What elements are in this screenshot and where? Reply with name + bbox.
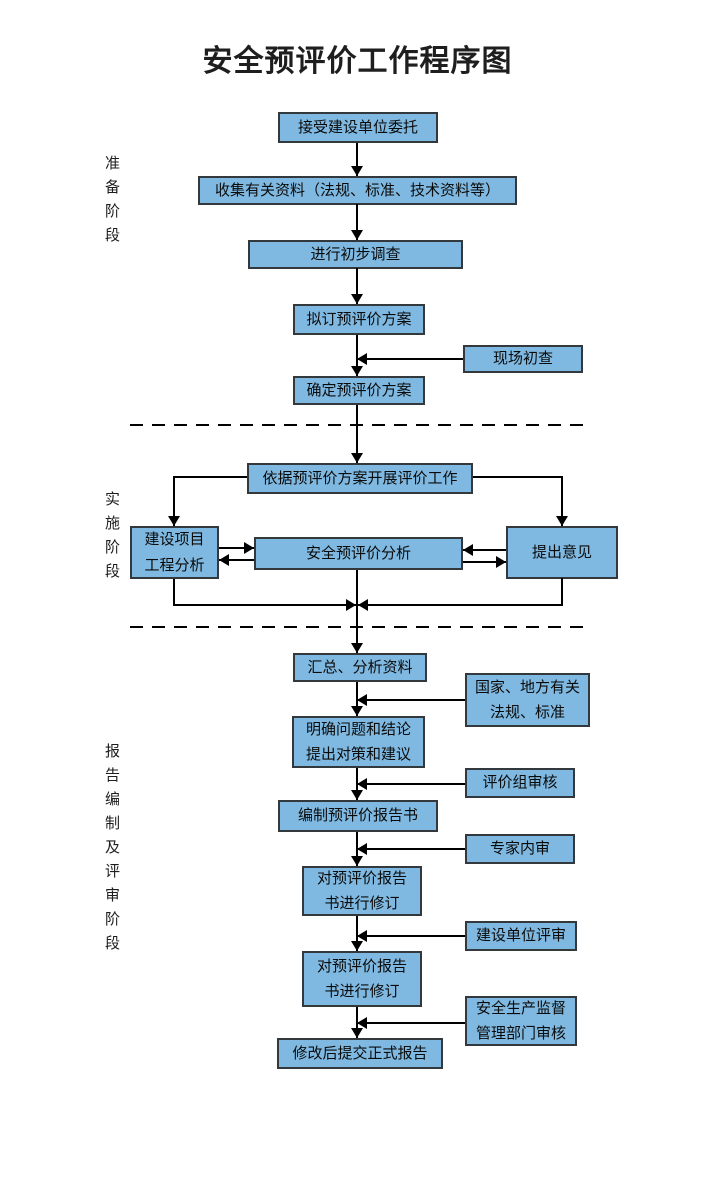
connector-line <box>358 358 463 360</box>
arrowhead-down <box>351 294 363 304</box>
connector-line <box>356 405 358 463</box>
connector-line <box>356 204 358 240</box>
arrowhead-down <box>351 366 363 376</box>
arrowhead-right <box>496 556 506 568</box>
arrowhead-down <box>351 230 363 240</box>
connector-line <box>173 579 175 606</box>
connector-line <box>358 783 465 785</box>
flow-box-carry-out-evaluation: 依据预评价方案开展评价工作 <box>247 463 473 494</box>
flow-box-preliminary-survey: 进行初步调查 <box>248 240 463 269</box>
arrowhead-left <box>357 930 367 942</box>
flow-box-collect-materials: 收集有关资料（法规、标准、技术资料等） <box>198 176 517 205</box>
arrowhead-left <box>357 778 367 790</box>
arrowhead-down <box>351 706 363 716</box>
connector-line <box>358 935 465 937</box>
connector-line <box>173 476 175 526</box>
connector-line <box>173 604 357 606</box>
arrowhead-right <box>244 542 254 554</box>
arrowhead-left <box>357 843 367 855</box>
arrowhead-left <box>358 599 368 611</box>
connector-line <box>219 547 254 549</box>
arrowhead-down <box>351 790 363 800</box>
connector-line <box>561 476 563 526</box>
arrowhead-down <box>351 166 363 176</box>
flow-box-revise-report-1: 对预评价报告 书进行修订 <box>302 866 422 916</box>
stage-label-implementation: 实施阶段 <box>103 491 120 587</box>
arrowhead-down <box>168 516 180 526</box>
flow-box-unit-review: 建设单位评审 <box>465 921 577 951</box>
connector-line <box>219 559 254 561</box>
flow-box-project-analysis: 建设项目 工程分析 <box>130 526 219 579</box>
stage-label-preparation: 准备阶段 <box>103 155 120 251</box>
connector-line <box>358 699 465 701</box>
connector-line <box>561 578 563 606</box>
flow-box-confirm-plan: 确定预评价方案 <box>293 376 425 405</box>
flow-box-accept-commission: 接受建设单位委托 <box>278 112 438 143</box>
flow-box-group-review: 评价组审核 <box>465 768 575 798</box>
connector-line <box>473 476 563 478</box>
arrowhead-down <box>351 453 363 463</box>
flow-box-clarify-conclusions: 明确问题和结论 提出对策和建议 <box>292 716 425 768</box>
flow-box-gov-review: 安全生产监督 管理部门审核 <box>465 996 577 1046</box>
connector-line <box>358 1022 465 1024</box>
arrowhead-down <box>351 1028 363 1038</box>
connector-line <box>463 561 506 563</box>
flow-box-compile-report: 编制预评价报告书 <box>278 800 438 832</box>
flow-box-summarize: 汇总、分析资料 <box>293 653 427 682</box>
arrowhead-left <box>463 544 473 556</box>
connector-line <box>356 570 358 653</box>
flow-box-laws-standards: 国家、地方有关 法规、标准 <box>465 673 590 727</box>
connector-line <box>358 848 465 850</box>
arrowhead-left <box>219 554 229 566</box>
flow-box-safety-analysis: 安全预评价分析 <box>254 537 463 570</box>
flow-box-revise-report-2: 对预评价报告 书进行修订 <box>302 951 422 1007</box>
arrowhead-left <box>357 1017 367 1029</box>
arrowhead-down <box>351 856 363 866</box>
page-title: 安全预评价工作程序图 <box>202 45 513 78</box>
stage-label-reporting: 报告编制及评审阶段 <box>103 743 120 959</box>
flow-box-opinions: 提出意见 <box>506 526 618 579</box>
arrowhead-down <box>351 941 363 951</box>
arrowhead-down <box>351 643 363 653</box>
flow-box-final-report: 修改后提交正式报告 <box>277 1038 443 1069</box>
connector-line <box>356 268 358 304</box>
connector-line <box>356 143 358 176</box>
arrowhead-right <box>346 599 356 611</box>
connector-line <box>357 604 563 606</box>
connector-line <box>463 549 506 551</box>
flow-box-draft-plan: 拟订预评价方案 <box>293 304 425 335</box>
arrowhead-left <box>357 353 367 365</box>
flow-box-expert-review: 专家内审 <box>465 834 575 864</box>
arrowhead-left <box>357 694 367 706</box>
connector-line <box>174 476 247 478</box>
arrowhead-down <box>556 516 568 526</box>
flow-box-site-check: 现场初查 <box>463 345 583 373</box>
